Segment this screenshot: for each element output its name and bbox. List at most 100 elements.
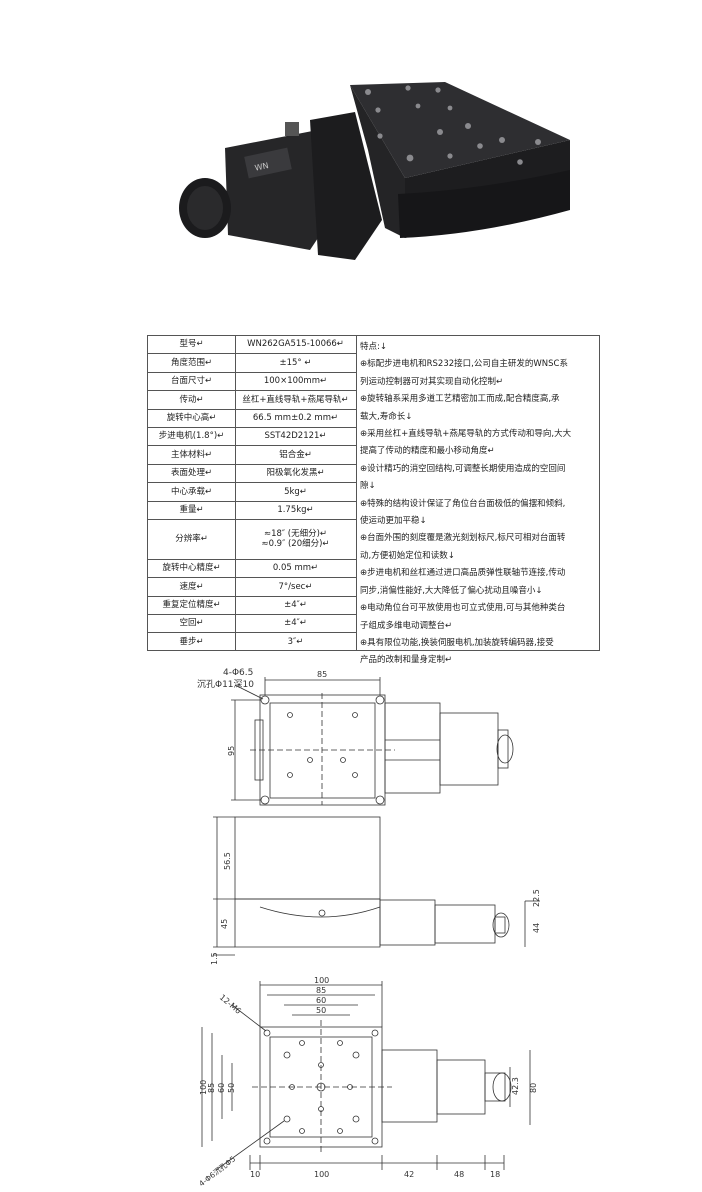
dim-60-h: 60: [316, 996, 326, 1005]
dim-80: 80: [529, 1083, 538, 1093]
spec-value-column: WN262GA515-10066↵ ±15° ↵100×100mm↵丝杠+直线导轨…: [235, 336, 357, 650]
dim-42-3: 42.3: [511, 1077, 520, 1095]
spec-label: 步进电机(1.8°)↵: [148, 428, 235, 447]
spec-value-line: 3″↵: [287, 637, 304, 648]
spec-label: 空回↵: [148, 615, 235, 634]
feature-line: 子组成多维电动调整台↵: [360, 620, 453, 631]
feature-line: 产品的改制和量身定制↵: [360, 655, 453, 666]
feature-line: 列运动控制器可对其实现自动化控制↵: [360, 376, 504, 387]
dim-100-v: 100: [199, 1080, 208, 1095]
dim-85-h: 85: [316, 986, 326, 995]
dim-100-h: 100: [314, 976, 329, 985]
spec-label: 重量↵: [148, 502, 235, 520]
feature-line: 特点:↓: [360, 342, 387, 352]
spec-value: ±4″↵: [235, 615, 356, 634]
dim-60-v: 60: [217, 1083, 226, 1093]
dim-85: 85: [317, 670, 327, 679]
dim-1-5: 1.5: [210, 952, 219, 965]
spec-value: ≈18″ (无细分)↵≈0.9″ (20细分)↵: [235, 520, 356, 560]
motor-end-cap-rim: [187, 186, 223, 230]
spec-value: 7°/sec↵: [235, 578, 356, 597]
spec-label: 中心承载↵: [148, 483, 235, 502]
feature-line: 同步,消偏性能好,大大降低了偏心扰动且噪音小↓: [360, 585, 543, 596]
feature-line: ⊕采用丝杠+直线导轨+燕尾导轨的方式传动和导向,大大: [360, 429, 572, 440]
spec-value: WN262GA515-10066↵: [235, 336, 356, 355]
motor-label: [244, 147, 292, 179]
drawing-top-view: 4-Φ6.5 沉孔Φ11深10 85 95 56.5 45 1.5 22.5 4…: [197, 668, 541, 965]
dim-b-10: 10: [250, 1170, 260, 1179]
dim-22-5: 22.5: [532, 889, 541, 907]
spec-value: 1.75kg↵: [235, 502, 356, 520]
feature-line: 使运动更加平稳↓: [360, 516, 427, 527]
spec-value: 100×100mm↵: [235, 373, 356, 392]
feature-line: ⊕特殊的结构设计保证了角位台台面极低的偏摆和倾斜,: [360, 498, 566, 509]
feature-line: 提高了传动的精度和最小移动角度↵: [360, 446, 495, 457]
dim-50-h: 50: [316, 1006, 326, 1015]
motor-mount: [310, 112, 382, 260]
feature-line: 动,方便初始定位和读数↓: [360, 550, 455, 561]
spec-value-line: 66.5 mm±0.2 mm↵: [252, 412, 339, 423]
spec-value-line: ±4″↵: [284, 599, 307, 610]
stage-side: [350, 85, 405, 238]
spec-value: 66.5 mm±0.2 mm↵: [235, 410, 356, 428]
product-photo: WN: [179, 82, 570, 260]
spec-value: SST42D2121↵: [235, 428, 356, 447]
feature-line: ⊕台面外围的刻度覆是激光刻划标尺,标尺可相对台面转: [360, 533, 566, 544]
motor-brand: WN: [254, 161, 269, 173]
feature-line: 载大,寿命长↓: [360, 411, 413, 422]
feature-line: ⊕步进电机和丝杠通过进口高品质弹性联轴节连接,传动: [360, 568, 566, 579]
features-list: 特点:↓ ⊕标配步进电机和RS232接口,公司自主研发的WNSC系列运动控制器可对…: [360, 339, 595, 670]
spec-value-line: 铝合金↵: [279, 449, 312, 460]
stage-base: [398, 170, 570, 238]
hole-note: 4-Φ6.5: [223, 668, 253, 678]
spec-value-line: 0.05 mm↵: [272, 563, 319, 574]
feature-line: ⊕标配步进电机和RS232接口,公司自主研发的WNSC系: [360, 359, 568, 370]
spec-value: 铝合金↵: [235, 446, 356, 465]
feature-line: ⊕电动角位台可平放使用也可立式使用,可与其他种类台: [360, 603, 566, 614]
spec-value-line: ±4″↵: [284, 618, 307, 629]
drawing-top-lines: [213, 677, 540, 956]
spec-label: 速度↵: [148, 578, 235, 597]
spec-value: ±4″↵: [235, 597, 356, 615]
dim-50-v: 50: [227, 1083, 236, 1093]
spec-value-line: 1.75kg↵: [277, 504, 314, 515]
spec-label: 分辨率↵: [148, 520, 235, 560]
spec-value: 3″↵: [235, 633, 356, 651]
dim-b-18: 18: [490, 1170, 500, 1179]
spec-value-line: 5kg↵: [284, 486, 307, 497]
dim-b-42: 42: [404, 1170, 414, 1179]
spec-value-line: ≈18″ (无细分)↵: [263, 528, 328, 539]
spec-label: 垂步↵: [179, 637, 204, 648]
spec-label: 台面尺寸↵: [148, 373, 235, 392]
spec-label: 重复定位精度↵: [148, 597, 235, 615]
stage-holes: [365, 85, 541, 165]
motor-connector: [285, 122, 299, 136]
spec-label: 旋转中心精度↵: [148, 560, 235, 579]
spec-value: 0.05 mm↵: [235, 560, 356, 579]
feature-line: ⊕具有限位功能,换装伺服电机,加装旋转编码器,接受: [360, 637, 554, 648]
feature-line: 隙↓: [360, 481, 376, 492]
dim-12-m6: 12-M6: [218, 993, 243, 1016]
dim-44: 44: [532, 923, 541, 933]
dim-45: 45: [220, 919, 229, 929]
dim-b-100: 100: [314, 1170, 329, 1179]
spec-label: 旋转中心高↵: [148, 410, 235, 428]
dim-95: 95: [227, 746, 236, 756]
spec-value-line: WN262GA515-10066↵: [247, 339, 344, 350]
spec-value: ±15° ↵: [235, 354, 356, 373]
drawing-mounting-view: 100 85 60 50 12-M6 100 85 60 50 42.3 80 …: [197, 976, 538, 1188]
spec-label: 型号↵: [148, 336, 235, 355]
spec-value: 阳极氧化发黑↵: [235, 465, 356, 484]
spec-value-line: 7°/sec↵: [278, 581, 313, 592]
stage-top: [350, 82, 570, 178]
spec-label: 主体材料↵: [148, 446, 235, 465]
dim-56-5: 56.5: [223, 852, 232, 870]
drawing-bottom-lines: [201, 981, 531, 1171]
spec-label: 表面处理↵: [148, 465, 235, 484]
features-column: 特点:↓ ⊕标配步进电机和RS232接口,公司自主研发的WNSC系列运动控制器可对…: [356, 336, 599, 665]
feature-line: ⊕旋转轴系采用多道工艺精密加工而成,配合精度高,承: [360, 394, 560, 405]
spec-label-column: 型号↵角度范围↵台面尺寸↵传动↵旋转中心高↵步进电机(1.8°)↵主体材料↵表面…: [148, 336, 236, 650]
dim-85-v: 85: [207, 1083, 216, 1093]
spec-value: 丝杠+直线导轨+燕尾导轨↵: [235, 391, 356, 410]
spec-label: 传动↵: [148, 391, 235, 410]
